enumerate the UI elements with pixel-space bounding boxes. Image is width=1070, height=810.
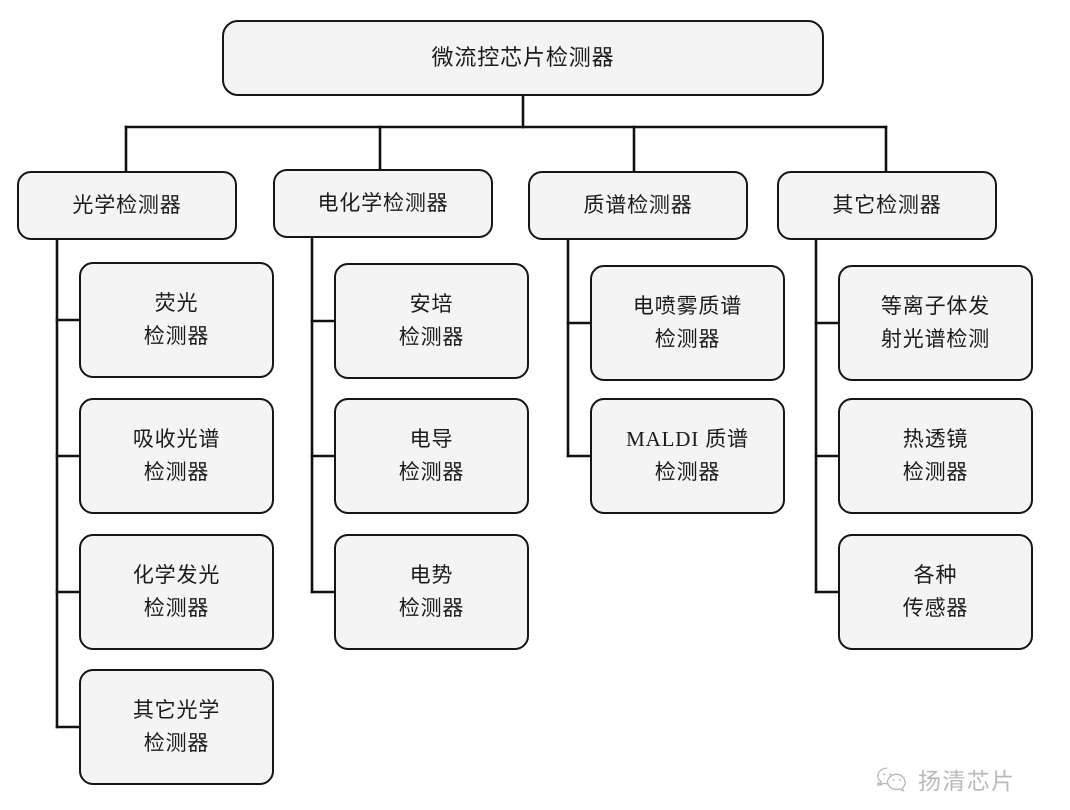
node-label-line: MALDI 质谱 — [626, 427, 749, 452]
node-label-line: 检测器 — [398, 596, 465, 620]
node-leaf-other-optical-detector[interactable]: 其它光学 检测器 — [79, 669, 274, 785]
node-leaf-absorption-spectroscopy-detector[interactable]: 吸收光谱 检测器 — [79, 398, 274, 514]
node-branch-other-detector[interactable]: 其它检测器 — [777, 171, 997, 240]
node-leaf-maldi-mass-spectrometry-detector[interactable]: MALDI 质谱 检测器 — [590, 398, 785, 514]
node-label-line: 检测器 — [143, 324, 210, 348]
node-label-line: 其它光学 — [132, 698, 221, 723]
node-branch-optical-detector[interactable]: 光学检测器 — [17, 171, 237, 240]
node-label-line: 安培 — [409, 292, 454, 317]
node-label-line: 电化学检测器 — [317, 191, 449, 216]
node-root-microfluidic-chip-detector[interactable]: 微流控芯片检测器 — [222, 20, 824, 96]
watermark: 扬清芯片 — [875, 762, 1016, 796]
node-leaf-amperometric-detector[interactable]: 安培 检测器 — [334, 263, 529, 379]
node-leaf-chemiluminescence-detector[interactable]: 化学发光 检测器 — [79, 534, 274, 650]
node-label-line: 质谱检测器 — [583, 193, 693, 218]
node-label-line: 检测器 — [398, 325, 465, 349]
node-label-line: 荧光 — [154, 291, 199, 316]
node-label-line: 各种 — [913, 563, 958, 588]
node-label-line: 电喷雾质谱 — [632, 294, 743, 319]
node-label-line: 检测器 — [398, 460, 465, 484]
node-label-line: 电导 — [409, 427, 454, 452]
node-label-line: 检测器 — [143, 596, 210, 620]
node-branch-electrochemical-detector[interactable]: 电化学检测器 — [273, 169, 493, 238]
node-leaf-plasma-emission-spectroscopy-detection[interactable]: 等离子体发 射光谱检测 — [838, 265, 1033, 381]
node-label-line: 检测器 — [143, 460, 210, 484]
node-label-line: 检测器 — [902, 460, 969, 484]
wechat-icon — [876, 767, 906, 793]
node-label-line: 传感器 — [902, 596, 969, 620]
node-label-line: 电势 — [409, 563, 454, 588]
node-leaf-electrospray-mass-spectrometry-detector[interactable]: 电喷雾质谱 检测器 — [590, 265, 785, 381]
node-leaf-thermal-lens-detector[interactable]: 热透镜 检测器 — [838, 398, 1033, 514]
node-leaf-conductivity-detector[interactable]: 电导 检测器 — [334, 398, 529, 514]
node-leaf-fluorescence-detector[interactable]: 荧光 检测器 — [79, 262, 274, 378]
node-label-line: 检测器 — [654, 327, 721, 351]
node-label-line: 检测器 — [143, 731, 210, 755]
node-label-line: 热透镜 — [902, 427, 969, 452]
node-label-line: 光学检测器 — [72, 193, 182, 218]
node-branch-mass-spectrometry-detector[interactable]: 质谱检测器 — [528, 171, 748, 240]
node-label-line: 等离子体发 — [880, 294, 991, 319]
node-leaf-various-sensors[interactable]: 各种 传感器 — [838, 534, 1033, 650]
node-label-line: 检测器 — [654, 460, 721, 484]
node-label-line: 微流控芯片检测器 — [431, 44, 615, 70]
node-label-line: 化学发光 — [132, 563, 221, 588]
watermark-label: 扬清芯片 — [918, 768, 1016, 794]
node-leaf-potentiometric-detector[interactable]: 电势 检测器 — [334, 534, 529, 650]
node-label-line: 吸收光谱 — [132, 427, 221, 452]
node-label-line: 射光谱检测 — [880, 327, 991, 351]
node-label-line: 其它检测器 — [832, 193, 942, 218]
